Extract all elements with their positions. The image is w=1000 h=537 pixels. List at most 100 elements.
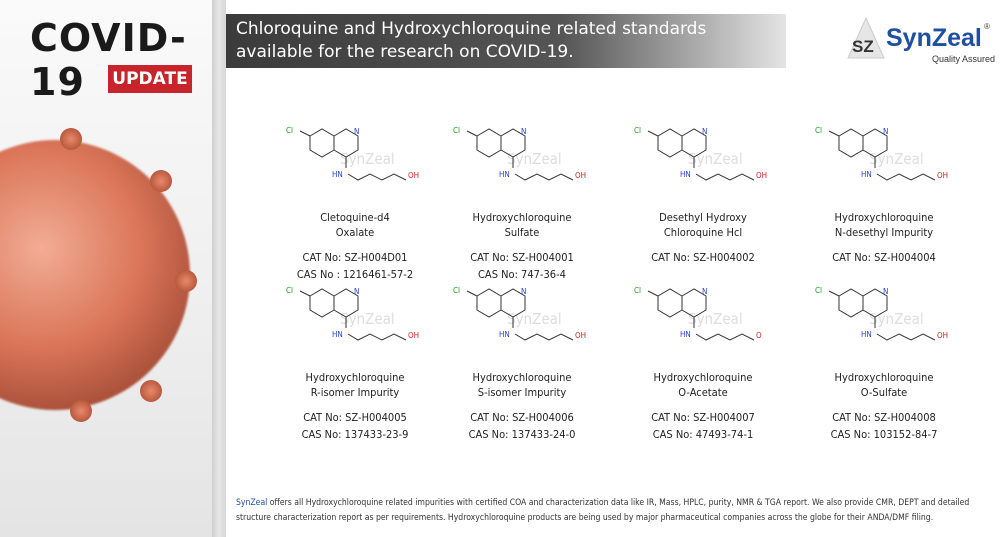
logo-reg: ® (984, 22, 990, 31)
product-name-line-1: Desethyl Hydroxy (659, 211, 747, 224)
banner-line-1: Chloroquine and Hydroxychloroquine relat… (236, 19, 707, 39)
chemical-structure-icon: SynZeal Cl N HN OH (286, 126, 419, 181)
product-name-line-1: Hydroxychloroquine (305, 371, 405, 384)
product-card[interactable]: SynZeal Cl N HN OH Desethyl Hydroxy Chlo… (613, 122, 793, 266)
chemical-structure-icon: SynZeal Cl N HN O (634, 286, 762, 341)
product-name-line-1: Hydroxychloroquine (834, 211, 934, 224)
product-name-line-2: O-Acetate (678, 386, 728, 399)
svg-text:OH: OH (937, 331, 948, 340)
svg-text:Cl: Cl (815, 126, 822, 135)
chemical-structure-icon: SynZeal Cl N HN OH (634, 126, 767, 181)
covid-heading: COVID-19 (30, 16, 187, 104)
svg-text:O: O (756, 331, 762, 340)
svg-text:Cl: Cl (634, 126, 641, 135)
svg-text:HN: HN (499, 170, 510, 179)
svg-text:SynZeal: SynZeal (869, 310, 924, 328)
svg-text:HN: HN (861, 170, 872, 179)
svg-text:Cl: Cl (634, 286, 641, 295)
svg-text:HN: HN (332, 330, 343, 339)
svg-text:N: N (702, 127, 707, 136)
svg-text:N: N (702, 287, 707, 296)
svg-text:SZ: SZ (852, 37, 874, 56)
logo-tagline: Quality Assured (932, 54, 996, 64)
svg-text:HN: HN (861, 330, 872, 339)
product-name-line-2: Oxalate (335, 226, 375, 239)
product-name-line-2: Chloroquine Hcl (663, 226, 743, 239)
cas-number: CAS No: 747-36-4 (478, 268, 566, 281)
footer-text: SynZeal offers all Hydroxychloroquine re… (236, 498, 970, 523)
product-card[interactable]: SynZeal Cl N HN OH Hydroxychloroquine O-… (794, 282, 974, 443)
product-card[interactable]: SynZeal Cl N HN OH Hydroxychloroquine R-… (265, 282, 445, 443)
chemical-structure-icon: SynZeal Cl N HN OH (453, 126, 586, 181)
title-banner: Chloroquine and Hydroxychloroquine relat… (226, 14, 786, 68)
synzeal-logo: SZ SynZeal ® Quality Assured (846, 16, 996, 68)
chemical-structure-icon: SynZeal Cl N HN OH (815, 286, 948, 341)
product-name-line-2: S-isomer Impurity (477, 386, 567, 399)
svg-text:OH: OH (937, 171, 948, 180)
product-name-line-1: Hydroxychloroquine (472, 371, 572, 384)
svg-text:SynZeal: SynZeal (340, 150, 395, 168)
cas-number: CAS No: 137433-24-0 (468, 428, 576, 441)
banner-line-2: available for the research on COVID-19. (236, 42, 574, 62)
cat-number: CAT No: SZ-H004008 (832, 411, 936, 424)
svg-text:SynZeal: SynZeal (869, 150, 924, 168)
svg-text:Cl: Cl (286, 126, 293, 135)
svg-text:Cl: Cl (815, 286, 822, 295)
svg-text:N: N (354, 127, 359, 136)
svg-text:SynZeal: SynZeal (507, 150, 562, 168)
svg-text:N: N (883, 287, 888, 296)
product-name-line-2: Sulfate (504, 226, 540, 239)
cat-number: CAT No: SZ-H004007 (651, 411, 755, 424)
product-card[interactable]: SynZeal Cl N HN OH Hydroxychloroquine N-… (794, 122, 974, 266)
cas-number: CAS No: 137433-23-9 (301, 428, 409, 441)
svg-text:SynZeal: SynZeal (340, 310, 395, 328)
product-name-line-1: Hydroxychloroquine (834, 371, 934, 384)
svg-text:Cl: Cl (286, 286, 293, 295)
svg-text:HN: HN (680, 330, 691, 339)
svg-text:OH: OH (408, 331, 419, 340)
product-name-line-1: Cletoquine-d4 (320, 211, 390, 224)
chemical-structure-icon: SynZeal Cl N HN OH (815, 126, 948, 181)
product-name-line-2: R-isomer Impurity (310, 386, 400, 399)
logo-mark-icon: SZ (847, 16, 885, 59)
svg-text:HN: HN (680, 170, 691, 179)
svg-text:OH: OH (408, 171, 419, 180)
svg-text:N: N (354, 287, 359, 296)
svg-text:OH: OH (575, 331, 586, 340)
svg-text:OH: OH (756, 171, 767, 180)
cat-number: CAT No: SZ-H004D01 (302, 251, 408, 264)
svg-text:SynZeal: SynZeal (688, 150, 743, 168)
divider (212, 0, 226, 537)
product-card[interactable]: SynZeal Cl N HN OH Cletoquine-d4 Oxalate… (265, 122, 445, 283)
product-name-line-1: Hydroxychloroquine (653, 371, 753, 384)
svg-text:SynZeal: SynZeal (507, 310, 562, 328)
cat-number: CAT No: SZ-H004002 (651, 251, 755, 264)
product-card[interactable]: SynZeal Cl N HN O Hydroxychloroquine O-A… (613, 282, 793, 443)
svg-text:HN: HN (499, 330, 510, 339)
svg-text:N: N (521, 127, 526, 136)
svg-text:N: N (521, 287, 526, 296)
cat-number: CAT No: SZ-H004005 (303, 411, 407, 424)
logo-name: SynZeal (886, 24, 982, 52)
chemical-structure-icon: SynZeal Cl N HN OH (453, 286, 586, 341)
product-name-line-2: N-desethyl Impurity (834, 226, 934, 239)
svg-text:HN: HN (332, 170, 343, 179)
svg-text:N: N (883, 127, 888, 136)
cas-number: CAS No: 103152-84-7 (830, 428, 938, 441)
product-name-line-2: O-Sulfate (860, 386, 908, 399)
product-card[interactable]: SynZeal Cl N HN OH Hydroxychloroquine Su… (432, 122, 612, 283)
cas-number: CAS No: 47493-74-1 (652, 428, 754, 441)
chemical-structure-icon: SynZeal Cl N HN OH (286, 286, 419, 341)
svg-text:Cl: Cl (453, 286, 460, 295)
cat-number: CAT No: SZ-H004004 (832, 251, 936, 264)
product-card[interactable]: SynZeal Cl N HN OH Hydroxychloroquine S-… (432, 282, 612, 443)
left-panel: COVID-19 UPDATE (0, 0, 212, 537)
update-badge: UPDATE (108, 65, 192, 93)
svg-text:Cl: Cl (453, 126, 460, 135)
cas-number: CAS No : 1216461-57-2 (296, 268, 414, 281)
svg-text:SynZeal: SynZeal (688, 310, 743, 328)
cat-number: CAT No: SZ-H004001 (470, 251, 574, 264)
cat-number: CAT No: SZ-H004006 (470, 411, 574, 424)
product-name-line-1: Hydroxychloroquine (472, 211, 572, 224)
svg-text:OH: OH (575, 171, 586, 180)
